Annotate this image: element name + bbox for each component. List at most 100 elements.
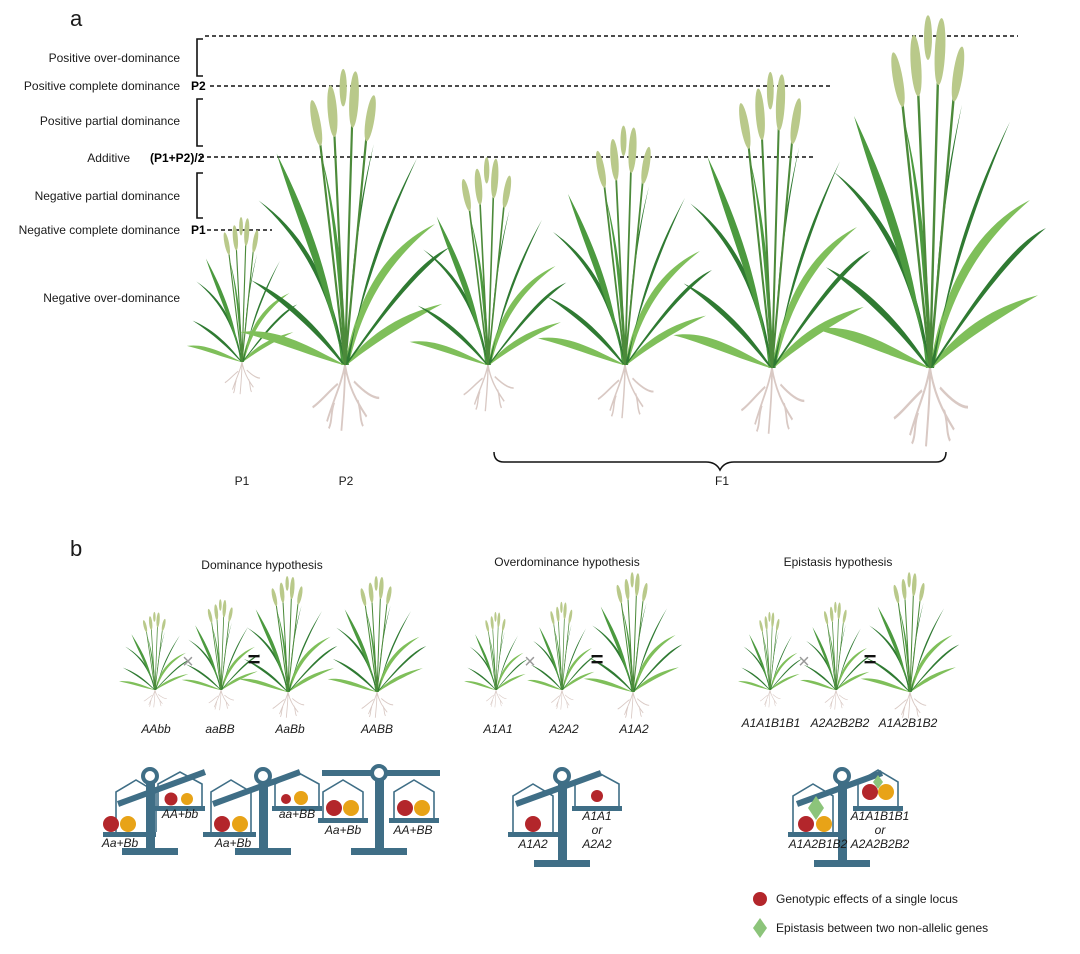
plant-f1-complete [671,70,873,436]
legend-genotypic-effects: Genotypic effects of a single locus [776,892,958,906]
balance-epistasis: A1A2B1B2 A1A1B1B1 or A2A2B2B2 [788,767,910,867]
legend: Genotypic effects of a single locus Epis… [753,892,988,938]
balance-dominance-1: Aa+Bb AA+bb [101,767,207,855]
genotype-AABB: AABB [360,722,393,736]
genotype-A1A2: A1A2 [618,722,649,736]
plant-aabb-homozygous [327,575,427,719]
cross-icon: × [182,651,194,673]
level-lines [200,35,1018,231]
marker-midparent: (P1+P2)/2 [150,151,205,165]
ball-orange [816,816,832,832]
red-circle-icon [753,892,767,906]
genotype-A1A1: A1A1 [482,722,512,736]
ball-orange [343,800,359,816]
bracket-positive-partial [196,98,203,147]
ball-orange [294,791,308,805]
level-positive-complete-dominance: Positive complete dominance [24,79,180,93]
label-p2: P2 [339,474,354,488]
ball-red [525,816,541,832]
balance-overdominance: A1A2 A1A1 or A2A2 [508,767,622,867]
level-positive-partial-dominance: Positive partial dominance [40,114,180,128]
balance-right-label: AA+BB [392,823,432,837]
right-pan [857,769,899,806]
balance-left-label: Aa+Bb [214,836,252,850]
ball-orange [181,793,193,805]
title-overdominance: Overdominance hypothesis [494,555,639,569]
plant-f1-overdominance [812,13,1048,449]
balance-right-line-2: or [592,823,604,837]
level-positive-over-dominance: Positive over-dominance [49,51,181,65]
level-negative-complete-dominance: Negative complete dominance [19,223,181,237]
level-additive: Additive [87,151,130,165]
ball-red [103,816,119,832]
ball-red [214,816,230,832]
balance-right-label: aa+BB [279,807,315,821]
plant-aabb-parent1 [118,611,192,708]
ball-red [862,784,878,800]
left-pan [322,779,364,818]
left-pan [512,783,554,832]
left-pan [115,779,157,832]
plant-p2 [239,67,451,433]
bracket-positive-over [196,38,203,77]
ball-red [164,792,178,806]
bracket-negative-partial [196,172,203,219]
genotype-AAbb: AAbb [140,722,171,736]
plant-a1a1 [463,611,529,708]
marker-p1: P1 [191,223,206,237]
plant-f1-additive [536,124,714,420]
ball-orange [120,816,136,832]
balance-right-line-3: A2A2B2B2 [850,837,910,851]
balance-right-line-3: A2A2 [581,837,612,851]
balance-left-label: A1A2 [517,837,548,851]
genotype-AaBb: AaBb [274,722,305,736]
plant-a1a1b1b1 [737,611,803,708]
level-brackets [196,38,203,219]
ball-red [326,800,342,816]
plant-p1 [186,216,298,395]
equals-icon: = [248,647,261,672]
balance-right-line-1: A1A1 [581,809,611,823]
genotype-aaBB: aaBB [205,722,234,736]
green-diamond-icon [753,918,767,938]
genotype-A2A2B2B2: A2A2B2B2 [810,716,870,730]
diamond-icon [808,796,824,820]
title-epistasis: Epistasis hypothesis [784,555,893,569]
equals-icon: = [864,647,877,672]
left-pan [210,779,252,832]
ball-red [397,800,413,816]
ball-orange [232,816,248,832]
plant-a2a2b2b2 [799,601,873,711]
balance-right-line-1: A1A1B1B1 [850,809,910,823]
title-dominance: Dominance hypothesis [201,558,322,572]
level-negative-partial-dominance: Negative partial dominance [35,189,181,203]
label-p1: P1 [235,474,250,488]
genotype-A2A2: A2A2 [548,722,579,736]
ball-red [591,790,603,802]
f1-brace [493,451,947,472]
cross-icon: × [524,651,536,673]
plant-a1a2b1b2 [860,571,960,720]
marker-p2: P2 [191,79,206,93]
ball-orange [414,800,430,816]
plant-a1a2 [583,571,683,720]
right-pan [393,779,435,818]
label-f1: F1 [715,474,729,488]
ball-orange [878,784,894,800]
left-pan [792,783,834,832]
cross-icon: × [798,651,810,673]
genotype-A1A2B1B2: A1A2B1B2 [878,716,938,730]
plant-a2a2 [526,601,598,711]
genotype-A1A1B1B1: A1A1B1B1 [741,716,801,730]
balance-right-label: AA+bb [161,807,199,821]
level-negative-over-dominance: Negative over-dominance [43,291,180,305]
ball-red [798,816,814,832]
balance-dominance-3: Aa+Bb AA+BB [318,764,440,855]
balance-left-label: Aa+Bb [101,836,139,850]
ball-red [281,794,291,804]
balance-left-label: A1A2B1B2 [788,837,848,851]
panel-a-label: a [70,6,83,31]
panel-b-label: b [70,536,82,561]
